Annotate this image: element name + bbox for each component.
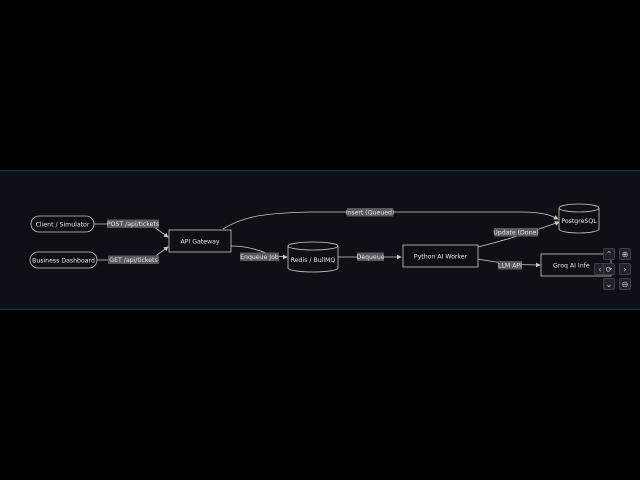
reset-view-button[interactable]: ⟳ [603, 263, 615, 275]
edge-gateway-postgres [222, 211, 559, 230]
pan-up-button[interactable]: ⌃ [603, 248, 615, 260]
pan-down-button[interactable]: ⌄ [603, 278, 615, 290]
node-dashboard-label: Business Dashboard [32, 258, 95, 265]
node-worker[interactable]: Python AI Worker [402, 244, 479, 268]
node-worker-label: Python AI Worker [414, 254, 468, 261]
edge-label-insert: Insert (Queued) [346, 208, 395, 217]
edge-label-dequeue-text: Dequeue [357, 254, 385, 261]
edge-label-llm-text: LLM API [498, 263, 522, 270]
edge-gateway-redis [230, 245, 288, 260]
pan-right-button[interactable]: › [619, 263, 631, 275]
edge-label-enqueue-text: Enqueue Job [240, 254, 279, 261]
edge-label-post: POST /api/tickets [107, 219, 159, 228]
node-dashboard[interactable]: Business Dashboard [29, 251, 98, 269]
node-gateway[interactable]: API Gateway [168, 229, 232, 253]
zoom-out-button[interactable]: ⊖ [619, 278, 631, 290]
edge-label-post-text: POST /api/tickets [107, 221, 159, 228]
edge-label-get: GET /api/tickets [108, 255, 159, 264]
edge-label-update-text: Update (Done) [493, 230, 538, 237]
node-client[interactable]: Client / Simulator [30, 215, 95, 233]
edge-label-llm: LLM API [498, 261, 522, 270]
edge-label-dequeue: Dequeue [357, 252, 385, 261]
node-client-label: Client / Simulator [36, 222, 90, 229]
node-gateway-label: API Gateway [180, 239, 219, 246]
edge-label-update: Update (Done) [493, 228, 539, 237]
node-redis-label: Redis / BullMQ [291, 257, 336, 264]
edge-label-insert-text: Insert (Queued) [346, 210, 395, 217]
node-groq-label: Groq AI Infe [553, 263, 590, 270]
node-redis[interactable]: Redis / BullMQ [287, 241, 339, 273]
flowchart: POST /api/tickets GET /api/tickets Inser… [29, 203, 612, 277]
node-postgres-label: PostgreSQL [561, 218, 597, 225]
diagram-canvas[interactable]: POST /api/tickets GET /api/tickets Inser… [0, 170, 640, 310]
zoom-in-button[interactable]: ⊕ [619, 248, 631, 260]
pan-zoom-controls: ⌃ ⊕ ‹ ⟳ › ⌄ ⊖ [594, 248, 633, 293]
node-postgres[interactable]: PostgreSQL [558, 203, 600, 234]
edge-label-enqueue: Enqueue Job [240, 252, 279, 261]
edge-label-get-text: GET /api/tickets [109, 257, 157, 264]
